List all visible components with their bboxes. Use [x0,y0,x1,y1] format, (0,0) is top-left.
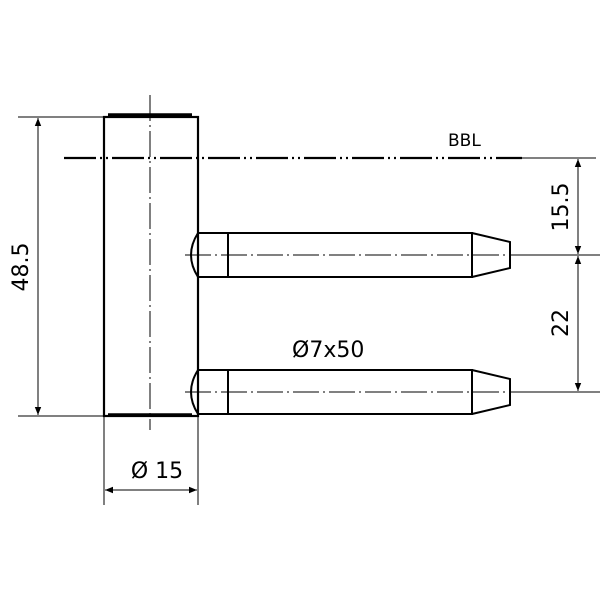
dim-height-label: 48.5 [9,243,34,292]
hinge-barrel [102,115,200,418]
dim-diameter-label: Ø 15 [131,459,183,484]
pin-bottom [190,369,511,415]
dim-bbl-label: 15.5 [549,183,574,232]
pin-label: Ø7x50 [292,338,364,363]
dim-spacing-label: 22 [549,309,574,337]
pin-top [190,232,511,278]
bbl-label: BBL [448,131,481,151]
